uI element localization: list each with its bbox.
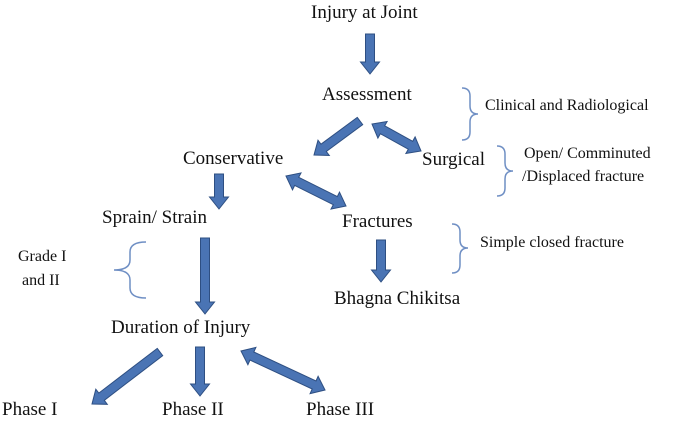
node-conservative: Conservative — [183, 148, 284, 169]
node-surgical: Surgical — [422, 149, 485, 170]
annotation-open-comminuted-line1: Open/ Comminuted — [524, 145, 651, 162]
annotation-grade-line1: Grade I — [18, 248, 67, 265]
arrow-surgical-to-assessment — [371, 120, 422, 155]
arrow-injury-to-assessment — [359, 33, 381, 75]
annotation-clinical-radiological: Clinical and Radiological — [485, 97, 649, 114]
arrow-sprain-to-duration — [194, 237, 216, 315]
bracket-surgical — [496, 145, 514, 197]
arrow-conservative-to-sprain — [208, 173, 230, 210]
annotation-grade-line2: and II — [22, 272, 60, 289]
arrow-fractures-to-bhagna — [370, 239, 392, 283]
annotation-open-comminuted-line2: /Displaced fracture — [522, 168, 645, 185]
node-injury-at-joint: Injury at Joint — [311, 2, 418, 23]
node-sprain-strain: Sprain/ Strain — [102, 207, 208, 228]
bracket-clinical — [461, 87, 479, 141]
node-phase-2: Phase II — [162, 399, 224, 420]
arrow-duration-to-phase1 — [91, 347, 164, 405]
node-phase-1: Phase I — [2, 399, 58, 420]
bracket-grade — [113, 241, 147, 299]
bracket-fractures — [451, 223, 469, 274]
arrow-duration-to-phase2 — [189, 346, 211, 397]
node-assessment: Assessment — [322, 84, 412, 105]
arrow-conservative-to-fractures — [285, 172, 347, 210]
node-fractures: Fractures — [342, 211, 413, 232]
node-duration-of-injury: Duration of Injury — [111, 317, 251, 338]
annotation-simple-closed: Simple closed fracture — [480, 234, 624, 251]
node-phase-3: Phase III — [306, 399, 375, 420]
node-bhagna-chikitsa: Bhagna Chikitsa — [334, 288, 461, 309]
arrow-assessment-to-conservative — [313, 116, 364, 157]
arrow-phase3-to-duration — [240, 346, 326, 395]
